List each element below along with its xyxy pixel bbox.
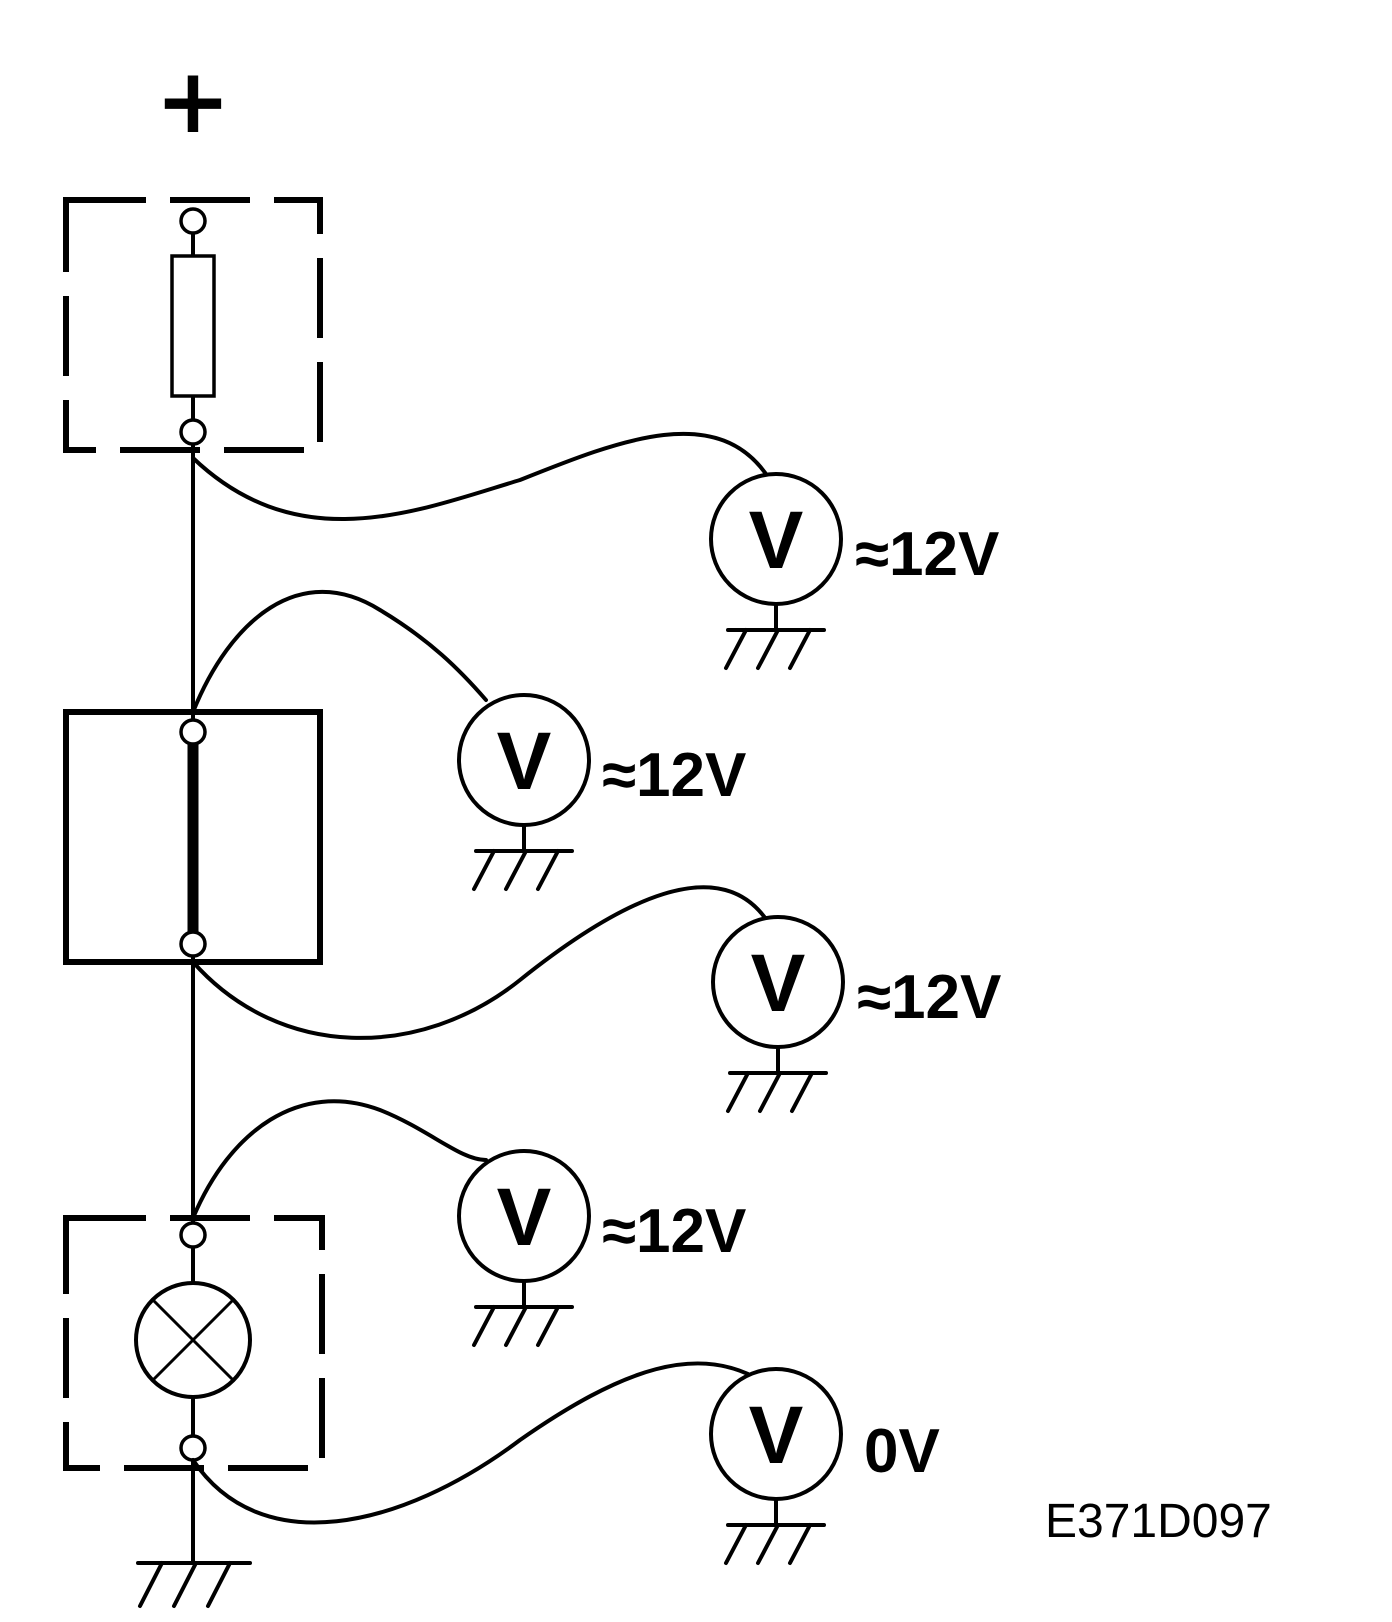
ground-icon xyxy=(472,849,574,891)
probe-wire-5 xyxy=(191,1361,768,1525)
lamp-top-terminal xyxy=(179,1221,207,1249)
voltage-reading: ≈12V xyxy=(857,963,1001,1032)
voltmeter-3: V ≈12V xyxy=(711,915,1001,1113)
switch-component xyxy=(63,709,323,965)
voltmeter-letter: V xyxy=(749,495,804,586)
lamp-icon xyxy=(134,1281,252,1399)
voltage-reading: ≈12V xyxy=(855,520,999,589)
voltmeter-4: V ≈12V xyxy=(457,1149,746,1347)
switch-bottom-terminal xyxy=(179,930,207,958)
probe-wire-2 xyxy=(191,589,488,714)
ground-icon xyxy=(726,1071,828,1113)
ground-icon xyxy=(724,1523,826,1565)
voltmeter-letter: V xyxy=(497,1172,552,1263)
main-ground-icon xyxy=(136,1561,252,1608)
voltmeter-2: V ≈12V xyxy=(457,693,746,891)
voltmeter-letter: V xyxy=(497,716,552,807)
probe-wire-3 xyxy=(191,885,770,1040)
ground-icon xyxy=(472,1305,574,1347)
lamp-component xyxy=(63,1215,325,1471)
positive-sign: + xyxy=(155,49,230,154)
voltage-reading: ≈12V xyxy=(602,1197,746,1266)
fuse-bottom-terminal xyxy=(179,418,207,446)
voltmeter-5: V 0V xyxy=(709,1367,940,1565)
probe-wire-4 xyxy=(191,1099,488,1220)
resistor-icon xyxy=(170,254,216,398)
switch-top-terminal xyxy=(179,718,207,746)
probe-wire-1 xyxy=(191,431,772,522)
lamp-bottom-terminal xyxy=(179,1434,207,1462)
voltmeter-letter: V xyxy=(751,938,806,1029)
voltmeter-1: V ≈12V xyxy=(709,472,999,670)
fuse-component xyxy=(63,197,323,453)
ground-icon xyxy=(724,628,826,670)
voltmeter-letter: V xyxy=(749,1390,804,1481)
fuse-top-terminal xyxy=(179,207,207,235)
figure-code: E371D097 xyxy=(1045,1495,1272,1548)
voltage-reading: ≈12V xyxy=(602,741,746,810)
voltage-reading: 0V xyxy=(864,1417,940,1486)
